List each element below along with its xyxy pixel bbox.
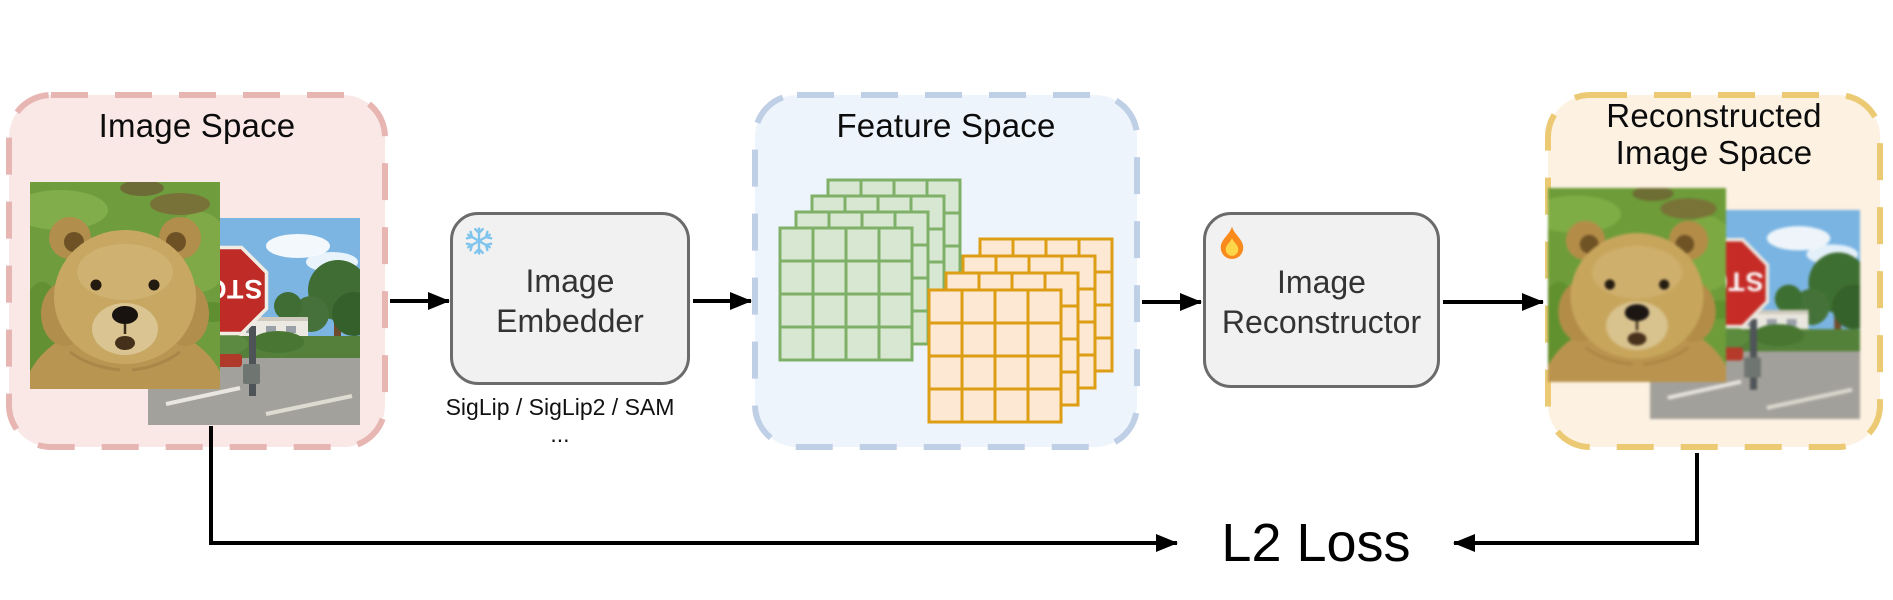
feature-grids xyxy=(778,178,1114,424)
flame-icon xyxy=(1220,226,1244,259)
image-reconstructor-label: Image Reconstructor xyxy=(1221,264,1422,340)
bear-photo xyxy=(30,182,220,389)
image-embedder-label: Image Embedder xyxy=(496,262,644,339)
l2-loss-label: L2 Loss xyxy=(1221,513,1411,573)
reconstructed-image-space-title: Reconstructed Image Space xyxy=(1606,97,1822,171)
image-embedder-box: Image Embedder xyxy=(450,212,690,385)
snowflake-icon xyxy=(465,227,493,255)
orange-feature-stack xyxy=(927,237,1114,424)
image-reconstructor-box: Image Reconstructor xyxy=(1203,212,1440,388)
image-space-title: Image Space xyxy=(98,107,296,144)
embedder-models-caption: SigLip / SigLip2 / SAM ... xyxy=(445,394,675,447)
reconstructed-bear-photo xyxy=(1548,188,1726,382)
feature-space-title: Feature Space xyxy=(836,107,1056,144)
